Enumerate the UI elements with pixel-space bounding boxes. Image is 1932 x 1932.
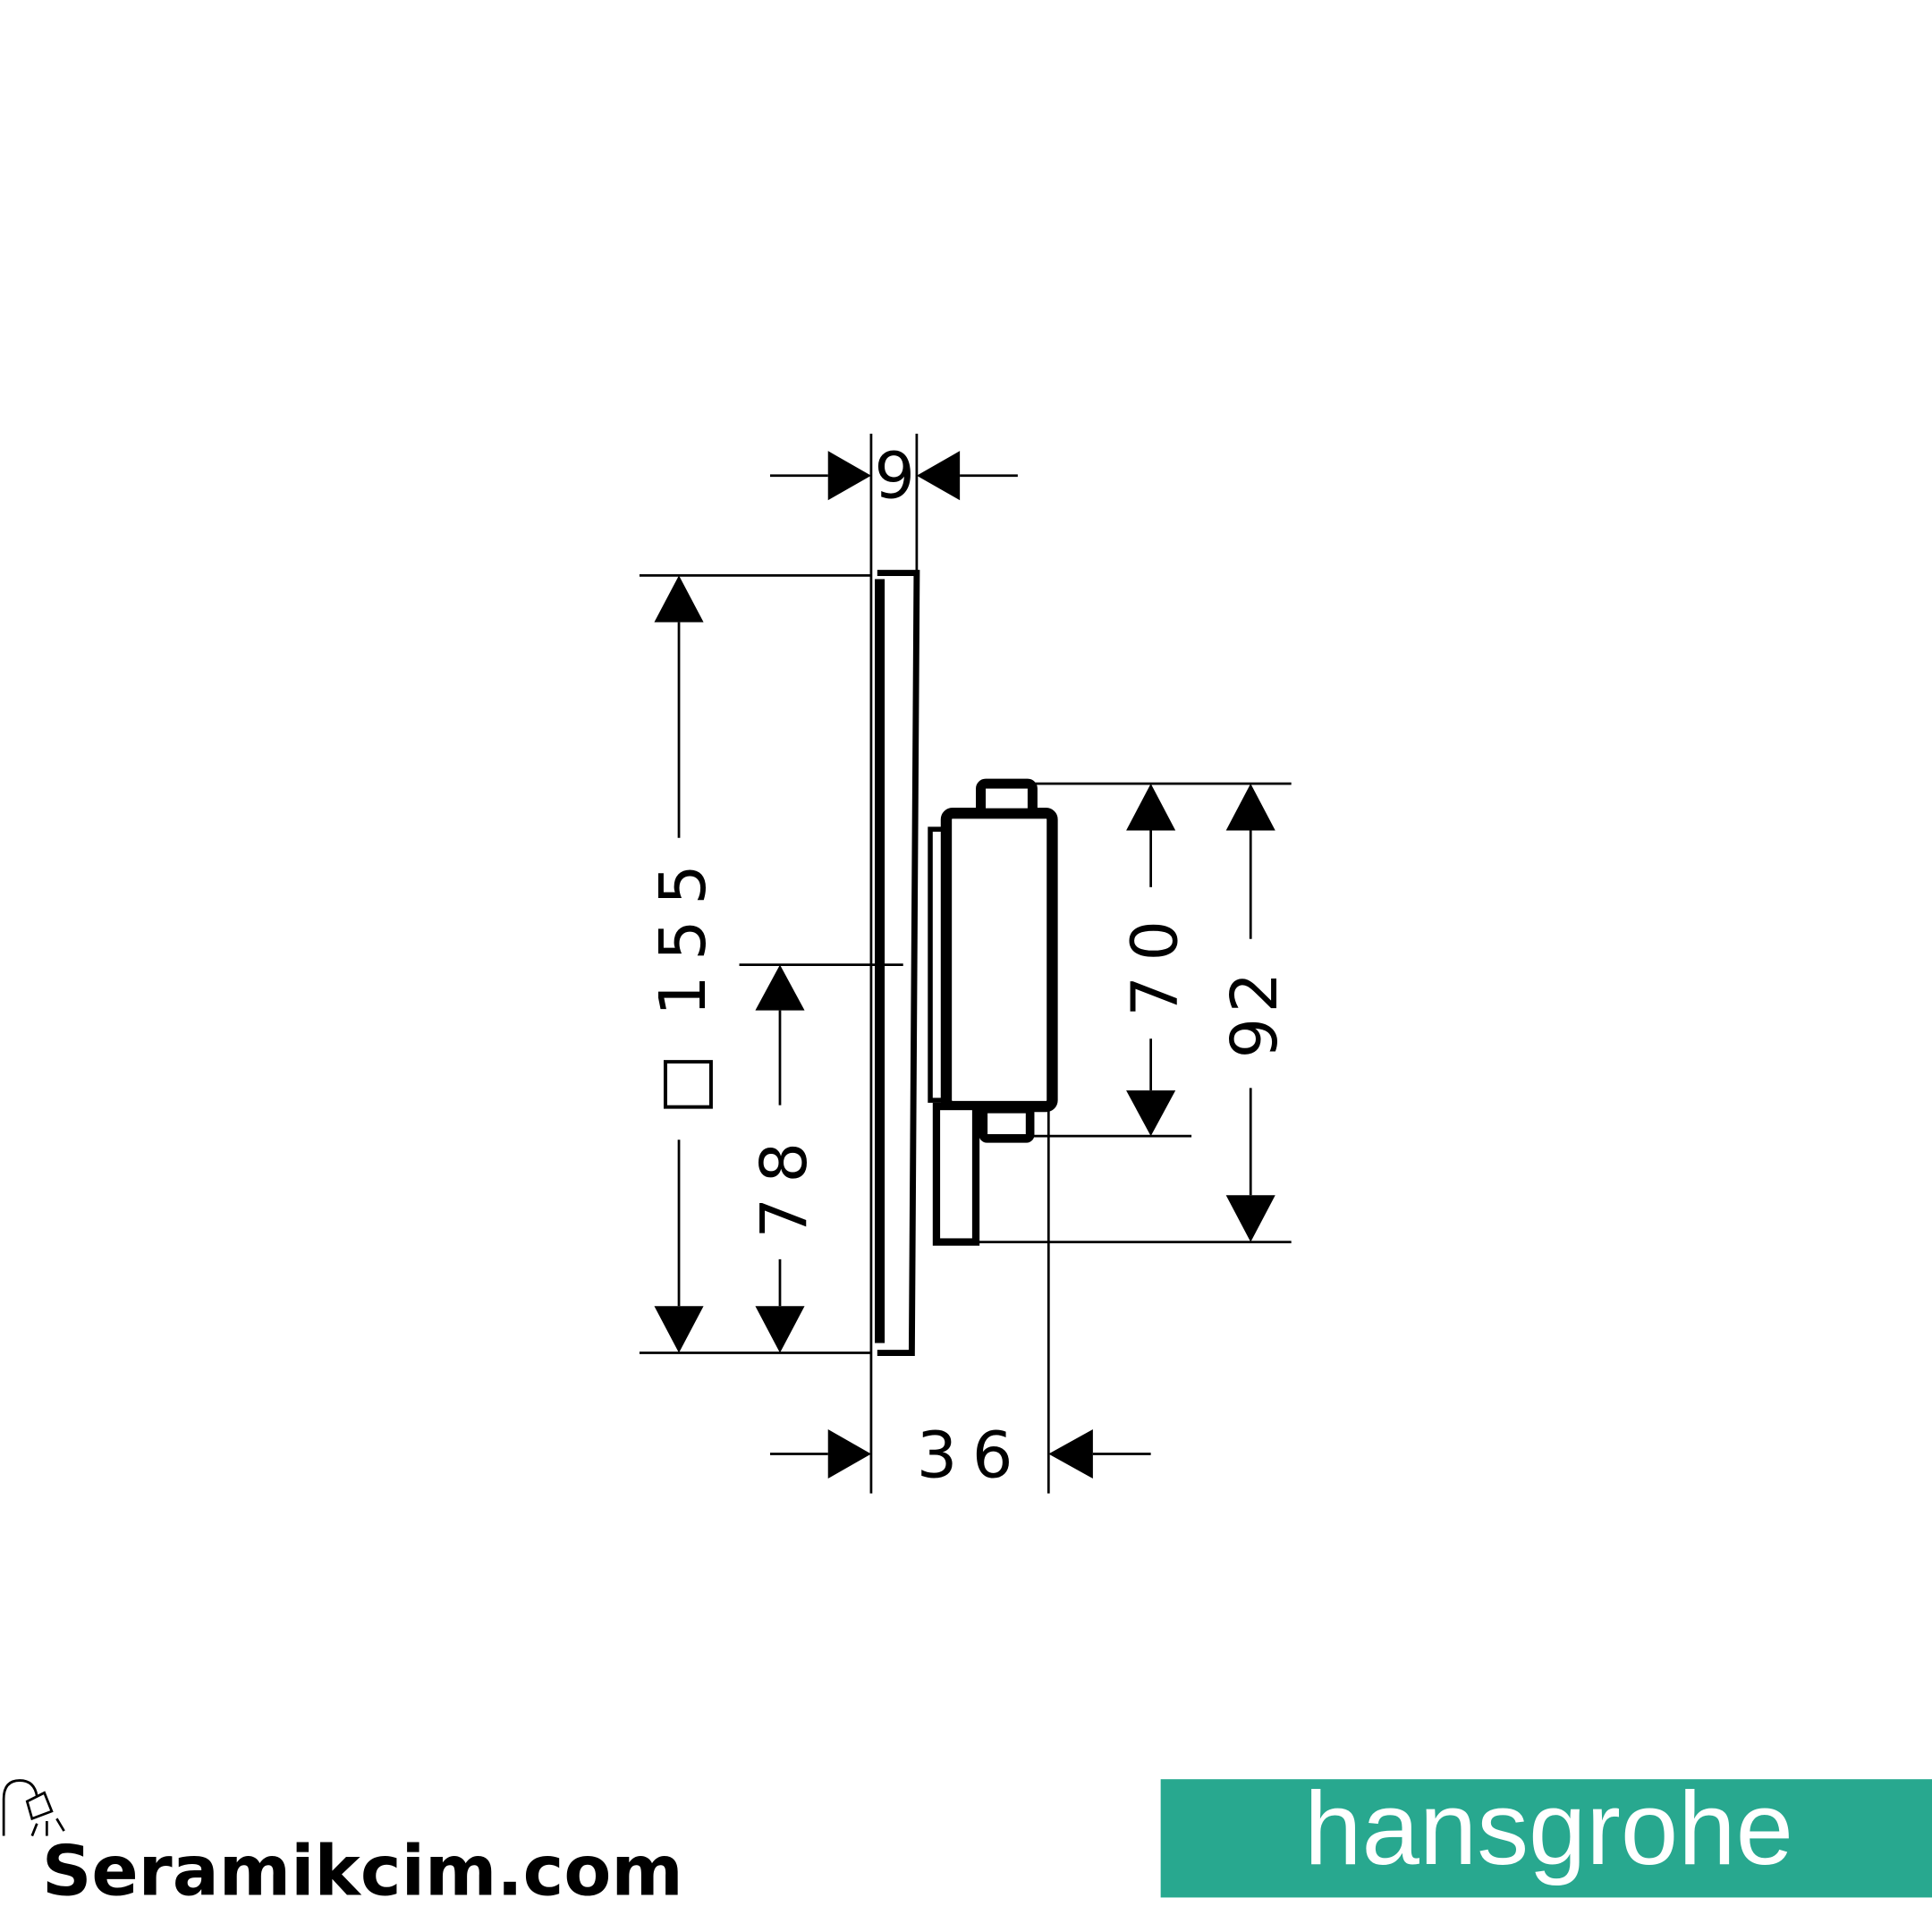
cover-plate-front (875, 579, 886, 1343)
bottom-connector (979, 1104, 1035, 1143)
hansgrohe-text: hansgrohe (1304, 1770, 1793, 1886)
dim-total-depth: 36 (917, 1419, 1028, 1493)
dim-overall-body-height: 92 (1217, 967, 1292, 1058)
top-connector (976, 778, 1038, 818)
dim-plate-height: 155 (646, 850, 720, 1016)
dim-body-height: 70 (1118, 905, 1192, 1016)
valve-body (940, 807, 1058, 1113)
arrowheads (654, 451, 1275, 1479)
seramikcim-logo: Seramikcim.com (2, 1779, 683, 1912)
dim-square-symbol: □ (646, 1054, 720, 1114)
dimension-labels: 9 155 □ 78 70 92 36 (646, 439, 1292, 1493)
extension-lines (639, 433, 1292, 1494)
dim-center-height: 78 (747, 1127, 821, 1238)
mixer-body (875, 570, 1058, 1356)
shower-head-icon (2, 1779, 65, 1837)
cover-plate (877, 570, 920, 1356)
seramikcim-text: Seramikcim.com (42, 1832, 683, 1912)
hansgrohe-logo: hansgrohe (1160, 1770, 1932, 1898)
lower-housing (932, 1102, 980, 1246)
dim-plate-depth: 9 (874, 439, 915, 513)
hansgrohe-background (1160, 1779, 1932, 1898)
